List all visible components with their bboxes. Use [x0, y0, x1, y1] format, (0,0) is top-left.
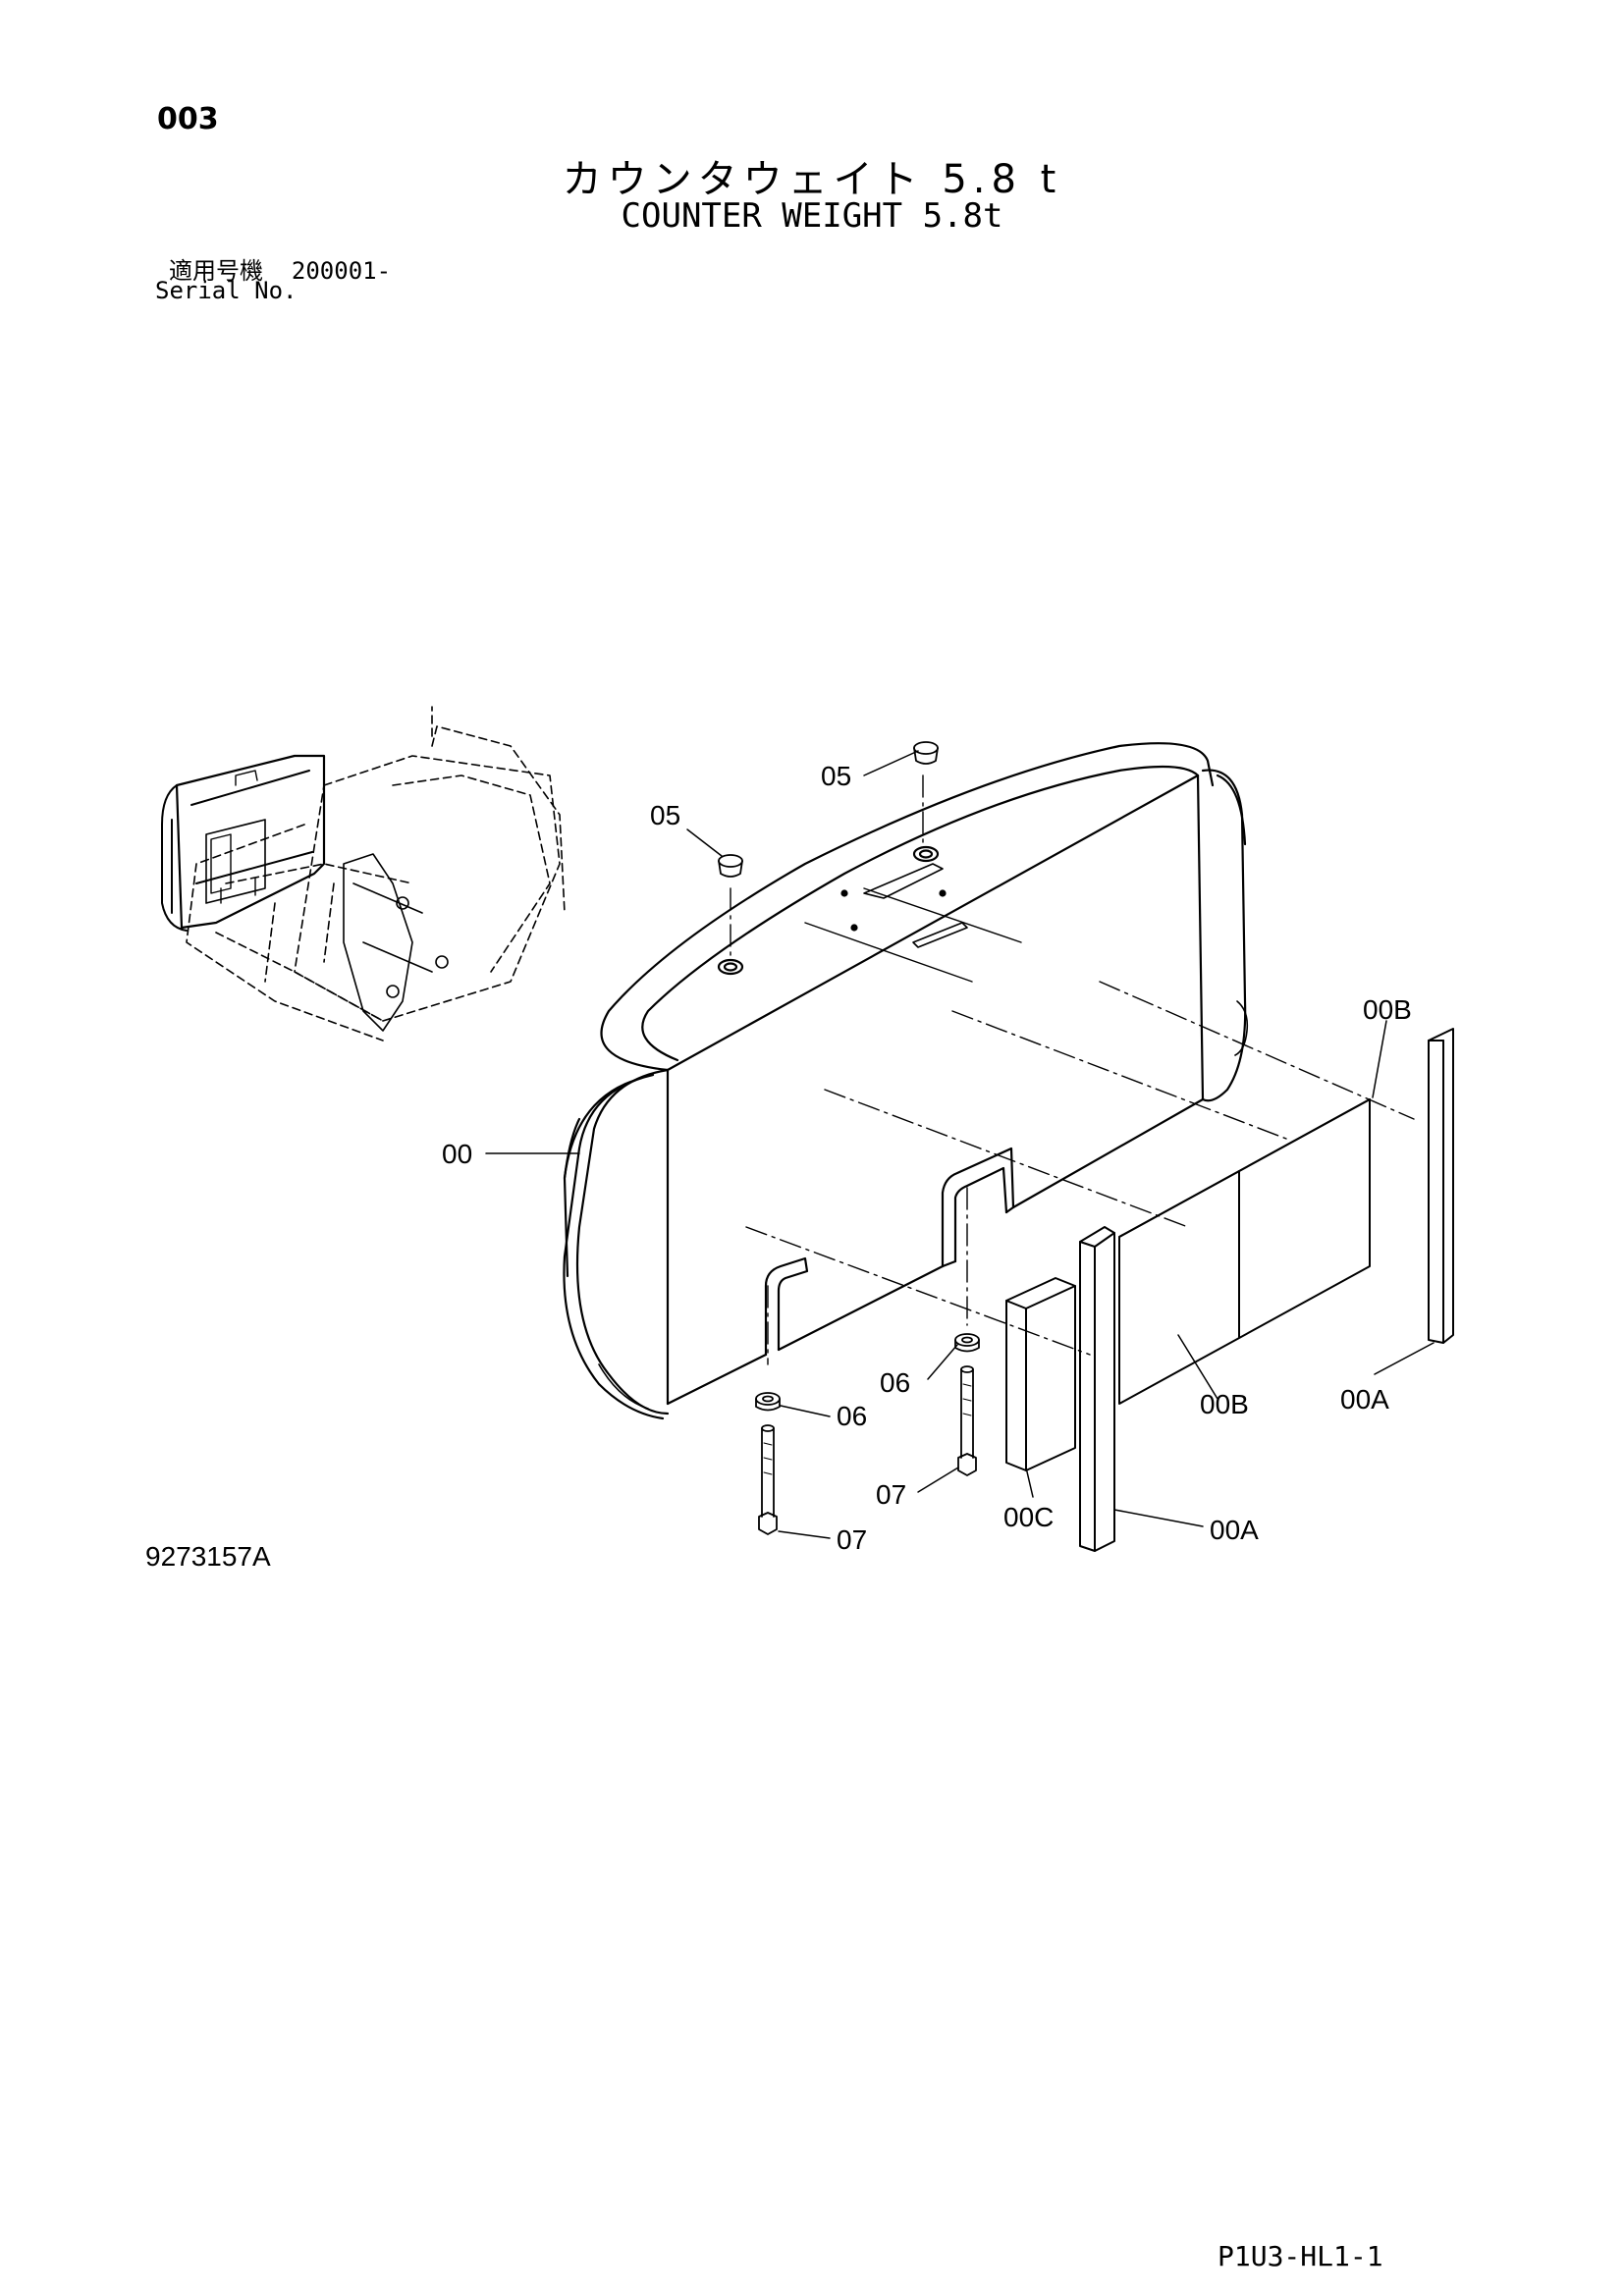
washer-right [954, 1333, 980, 1353]
callout-07-right: 07 [876, 1479, 906, 1510]
callout-00a-lower: 00A [1210, 1515, 1259, 1545]
page-number: 003 [157, 102, 219, 136]
callout-05-upper: 05 [821, 761, 851, 791]
spacer-plates [1118, 1098, 1371, 1405]
serial-label-jp: 適用号機 [169, 257, 263, 285]
plate-a-right [1428, 1028, 1454, 1344]
washer-left [755, 1392, 781, 1412]
machine-overview-illustration [161, 706, 566, 1041]
footer-code: P1U3-HL1-1 [1218, 2240, 1383, 2272]
serial-applicability: 適用号機 200001- [169, 251, 391, 286]
callout-00: 00 [442, 1139, 472, 1169]
plate-a-lower [1079, 1226, 1115, 1552]
callout-leaders [485, 750, 1435, 1539]
plate-c [1005, 1277, 1076, 1471]
callout-05-left: 05 [650, 800, 680, 830]
callout-00a-right: 00A [1340, 1384, 1389, 1415]
bolt-cap-upper [913, 741, 939, 765]
title-english: COUNTER WEIGHT 5.8t [621, 196, 1003, 236]
callout-00b-upper: 00B [1363, 994, 1412, 1025]
callout-00c: 00C [1003, 1502, 1054, 1532]
callout-00b-lower: 00B [1200, 1389, 1249, 1419]
callout-07-left: 07 [837, 1524, 867, 1555]
counterweight-body [563, 742, 1249, 1420]
drawing-number: 9273157A [145, 1541, 271, 1572]
serial-label-en: Serial No. [155, 277, 298, 304]
assembly-center-lines [730, 774, 1415, 1365]
title-japanese: カウンタウェイト 5.8 t [562, 157, 1062, 202]
serial-value: 200001- [291, 257, 392, 285]
callout-labels: 05 05 00 00B 00B 00A 00A 00C 06 06 07 07 [442, 761, 1412, 1555]
bolt-left [758, 1424, 778, 1535]
bolt-cap-left [718, 854, 743, 878]
callout-06-left: 06 [837, 1401, 867, 1431]
bolt-right [957, 1365, 977, 1476]
callout-06-right: 06 [880, 1367, 910, 1398]
